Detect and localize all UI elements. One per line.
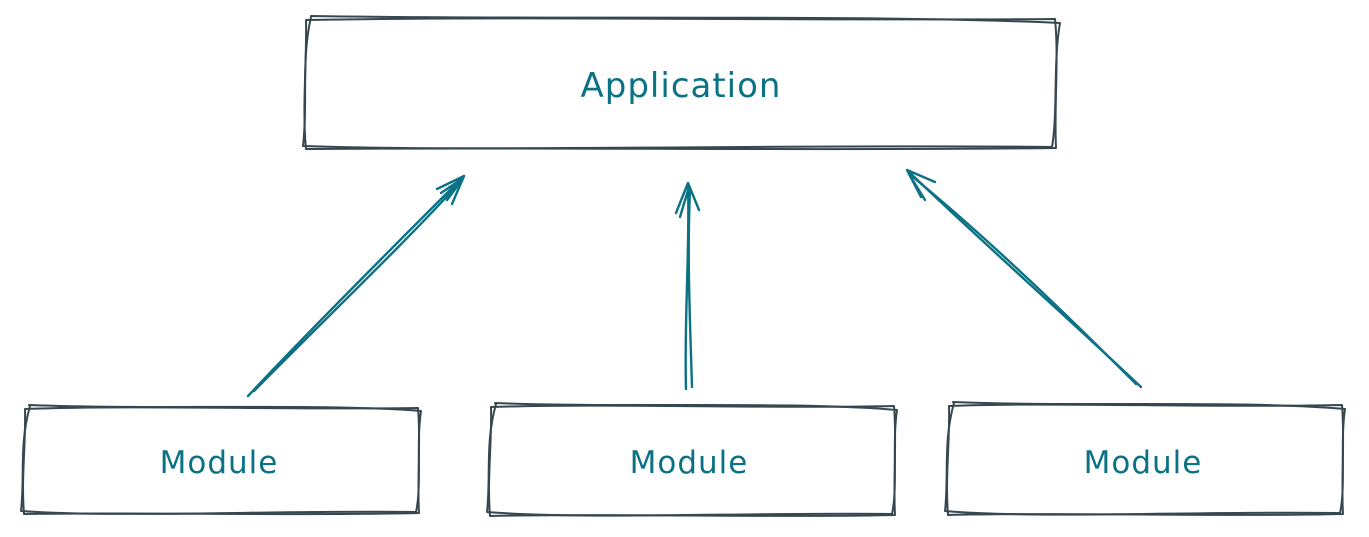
arrow-shaft-sketch-pass (252, 179, 463, 393)
box-outline-sketch-pass (944, 401, 1346, 516)
arrow-head-sketch-pass (445, 178, 464, 202)
module-left-node-box (20, 404, 422, 516)
box-outline-sketch-pass (302, 15, 1061, 150)
arrow-shaft-sketch-pass (687, 188, 694, 389)
module-center-node-label: Module (629, 445, 749, 481)
module-right-node-label: Module (1083, 445, 1203, 481)
arrow-shaft (246, 174, 466, 398)
arrow-head-sketch-pass (907, 172, 927, 202)
module-left-node-label: Module (159, 445, 279, 481)
edge-module-right-to-application (905, 168, 1143, 389)
arrow-head-sketch-pass (439, 176, 465, 195)
application-node-box (302, 15, 1061, 151)
application-node-label: Application (580, 66, 782, 106)
box-outline (488, 404, 897, 517)
box-outline (303, 17, 1058, 151)
module-center-node-box (486, 402, 898, 517)
arrow-shaft-sketch-pass (911, 175, 1138, 386)
arrow-head-sketch-pass (678, 185, 691, 219)
arrow-head (674, 181, 701, 215)
edge-module-left-to-application (246, 174, 466, 398)
box-outline-sketch-pass (20, 404, 422, 515)
box-outline-sketch-pass (486, 402, 898, 517)
module-right-node-box (944, 401, 1346, 516)
edge-module-center-to-application (674, 181, 701, 391)
arrow-head (435, 174, 466, 206)
